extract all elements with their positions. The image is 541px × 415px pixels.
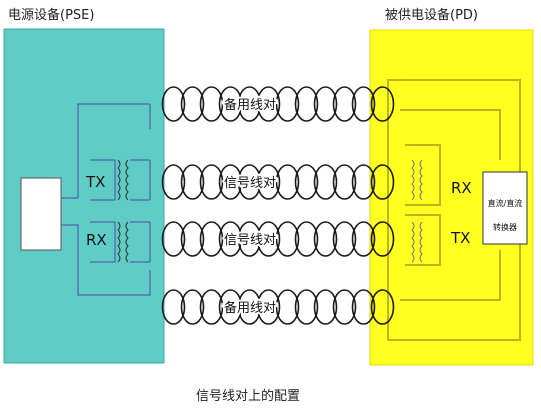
pair-label-2: 信号线对	[224, 176, 276, 191]
pse-tx-label: TX	[85, 173, 105, 191]
pair-label-1: 备用线对	[224, 97, 276, 113]
twisted-pair-1: 备用线对	[161, 86, 395, 122]
twisted-pair-4: 备用线对	[161, 289, 395, 325]
pd-tx-label: TX	[450, 229, 470, 247]
twisted-pair-2: 信号线对	[161, 164, 395, 200]
converter-line2: 转换器	[493, 222, 517, 232]
diagram-caption: 信号线对上的配置	[196, 389, 301, 404]
pse-transformer-tx	[117, 159, 129, 201]
pd-title: 被供电设备(PD)	[385, 8, 478, 23]
pair-label-3: 信号线对	[224, 233, 276, 248]
pd-traces	[387, 79, 521, 341]
pd-rx-label: RX	[451, 179, 472, 197]
twisted-pair-3: 信号线对	[161, 221, 395, 257]
pse-transformer-rx	[117, 221, 129, 263]
pair-label-4: 备用线对	[224, 300, 276, 316]
pd-transformer-tx	[411, 221, 423, 263]
converter-line1: 直流/直流	[488, 198, 523, 208]
dc-dc-converter	[482, 171, 528, 245]
pse-rx-label: RX	[86, 231, 107, 249]
pse-module	[20, 177, 62, 251]
pse-traces	[61, 103, 151, 296]
pse-title: 电源设备(PSE)	[8, 8, 95, 23]
pd-transformer-rx	[411, 159, 423, 201]
